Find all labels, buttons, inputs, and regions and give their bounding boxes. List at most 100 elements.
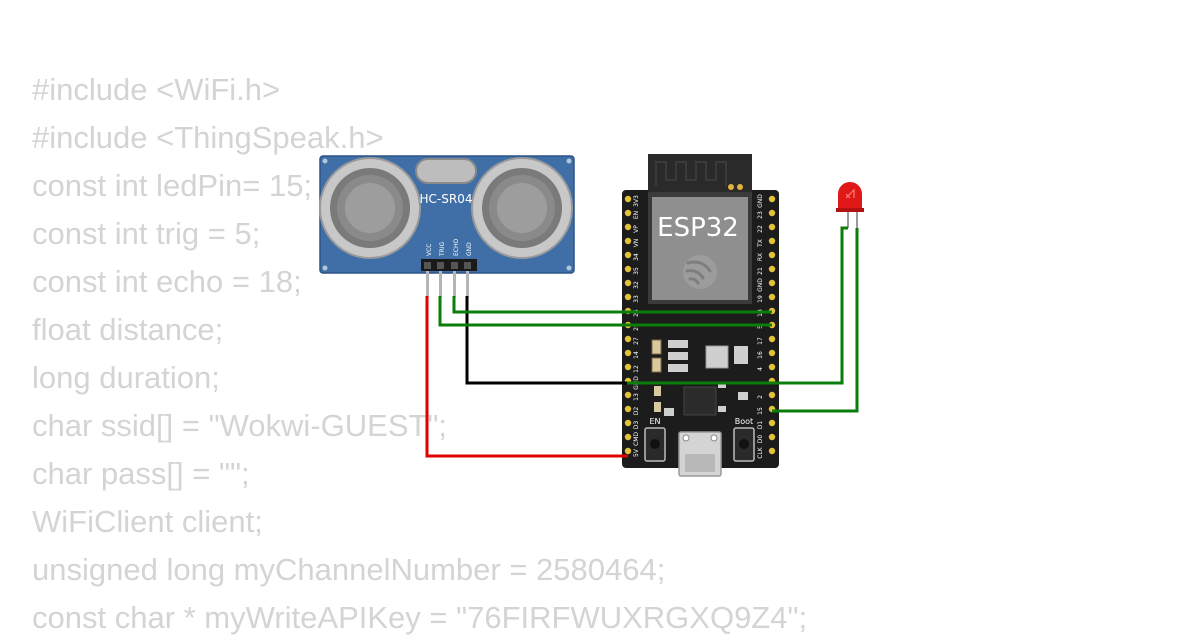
esp32-pin-left-32[interactable] <box>624 279 632 287</box>
code-line: WiFiClient client; <box>32 504 263 539</box>
code-line: unsigned long myChannelNumber = 2580464; <box>32 552 666 587</box>
esp32-antenna <box>648 154 752 194</box>
esp32-pin-label: D3 <box>633 421 640 430</box>
esp32-pin-right-d0[interactable] <box>768 433 776 441</box>
esp32-pin-right-rx[interactable] <box>768 251 776 259</box>
sensor-label: HC-SR04 <box>420 192 473 206</box>
esp32-pin-label: 19 <box>757 295 764 303</box>
sensor-transducer-right <box>471 157 573 259</box>
esp32-pin-label: 23 <box>757 211 764 219</box>
espressif-logo-icon <box>683 255 717 289</box>
esp32-pin-left-34[interactable] <box>624 251 632 259</box>
esp32-pin-label: 21 <box>757 267 764 275</box>
esp32-pin-label: 3V3 <box>633 195 640 207</box>
wire-trig[interactable] <box>438 296 772 327</box>
esp32-pin-right-17[interactable] <box>768 335 776 343</box>
sensor-pin-label-trig: TRIG <box>439 241 446 257</box>
esp32-pin-left-en[interactable] <box>624 209 632 217</box>
esp32-pin-label: TX <box>757 239 764 248</box>
red-led[interactable] <box>836 182 864 228</box>
esp32-pin-label: 15 <box>757 407 764 415</box>
wires <box>425 226 859 458</box>
code-line: long duration; <box>32 360 220 395</box>
code-line: const char * myWriteAPIKey = "76FIRFWUXR… <box>32 600 808 635</box>
code-line: float distance; <box>32 312 224 347</box>
code-line: const int ledPin= 15; <box>32 168 313 203</box>
sensor-pin-header <box>421 259 477 271</box>
esp32-pin-label: CLK <box>757 446 764 459</box>
esp32-pin-label: VP <box>633 225 640 233</box>
esp32-pin-left-d2[interactable] <box>624 405 632 413</box>
esp32-pin-label: 32 <box>633 281 640 289</box>
esp32-pin-left-vp[interactable] <box>624 223 632 231</box>
wire-vcc[interactable] <box>425 296 628 458</box>
wire-gnd[interactable] <box>465 296 628 385</box>
wire-led-anode[interactable] <box>772 228 859 413</box>
esp32-pin-left-35[interactable] <box>624 265 632 273</box>
sensor-pin-label-vcc: VCC <box>426 244 433 256</box>
esp32-pin-right-16[interactable] <box>768 349 776 357</box>
esp32-pin-left-13[interactable] <box>624 391 632 399</box>
esp32-pin-label: 22 <box>757 225 764 233</box>
esp32-pin-label: 13 <box>633 393 640 401</box>
sensor-pin-trig[interactable] <box>439 271 442 297</box>
esp32-pin-right-gnd[interactable] <box>768 279 776 287</box>
esp32-pin-right-tx[interactable] <box>768 237 776 245</box>
esp32-pin-right-19[interactable] <box>768 293 776 301</box>
esp32-pin-label: 35 <box>633 267 640 275</box>
esp32-pin-label: D1 <box>757 421 764 430</box>
esp32-pin-label: 27 <box>633 337 640 345</box>
esp32-pin-label: 33 <box>633 295 640 303</box>
sensor-pin-label-echo: ECHO <box>453 239 460 256</box>
esp32-pin-label: 12 <box>633 365 640 373</box>
sensor-transducer-left <box>319 157 421 259</box>
sensor-pin-vcc[interactable] <box>426 271 429 297</box>
esp32-pin-right-22[interactable] <box>768 223 776 231</box>
esp32-pin-left-d3[interactable] <box>624 419 632 427</box>
esp32-pin-label: 26 <box>633 323 640 331</box>
code-line: #include <WiFi.h> <box>32 72 281 107</box>
sensor-pin-gnd[interactable] <box>466 271 469 297</box>
esp32-pin-label: GND <box>757 278 764 292</box>
esp32-pin-left-5v[interactable] <box>624 447 632 455</box>
boot-button-label: Boot <box>735 417 753 426</box>
esp32-pin-left-vn[interactable] <box>624 237 632 245</box>
esp32-pin-label: 14 <box>633 351 640 359</box>
code-line: char ssid[] = "Wokwi-GUEST"; <box>32 408 448 443</box>
esp32-pin-right-clk[interactable] <box>768 447 776 455</box>
esp32-pin-label: 16 <box>757 351 764 359</box>
ultrasonic-sensor[interactable]: HC-SR04 VCC TRIG ECHO GND <box>319 155 575 297</box>
esp32-pin-left-cmd[interactable] <box>624 433 632 441</box>
esp32-pin-label: VN <box>633 239 640 248</box>
esp32-pin-label: D0 <box>757 435 764 444</box>
esp32-pin-left-33[interactable] <box>624 293 632 301</box>
esp32-pin-label: 34 <box>633 253 640 261</box>
esp32-pin-label: GND <box>757 194 764 208</box>
wire-echo[interactable] <box>452 296 772 314</box>
esp32-pin-right-23[interactable] <box>768 209 776 217</box>
en-button-label: EN <box>649 417 660 426</box>
esp32-pin-left-14[interactable] <box>624 349 632 357</box>
esp32-pin-left-12[interactable] <box>624 363 632 371</box>
code-line: #include <ThingSpeak.h> <box>32 120 384 155</box>
led-cathode-leg <box>847 210 849 228</box>
esp32-pin-right-d1[interactable] <box>768 419 776 427</box>
esp32-pin-label: 2 <box>757 395 764 399</box>
esp32-pin-right-4[interactable] <box>768 363 776 371</box>
esp32-pin-left-27[interactable] <box>624 335 632 343</box>
wire-led-cathode[interactable] <box>627 226 848 385</box>
esp32-pin-label: CMD <box>633 432 640 446</box>
code-line: const int trig = 5; <box>32 216 261 251</box>
sensor-pin-echo[interactable] <box>453 271 456 297</box>
esp32-pin-left-3v3[interactable] <box>624 195 632 203</box>
esp32-pin-label: EN <box>633 211 640 219</box>
micro-usb-port[interactable] <box>678 431 722 477</box>
sensor-pin-label-gnd: GND <box>466 242 473 256</box>
esp32-pin-right-2[interactable] <box>768 391 776 399</box>
esp32-pin-label: 5 <box>757 325 764 329</box>
esp32-pin-right-21[interactable] <box>768 265 776 273</box>
code-line: char pass[] = ""; <box>32 456 250 491</box>
esp32-pin-right-gnd[interactable] <box>768 195 776 203</box>
